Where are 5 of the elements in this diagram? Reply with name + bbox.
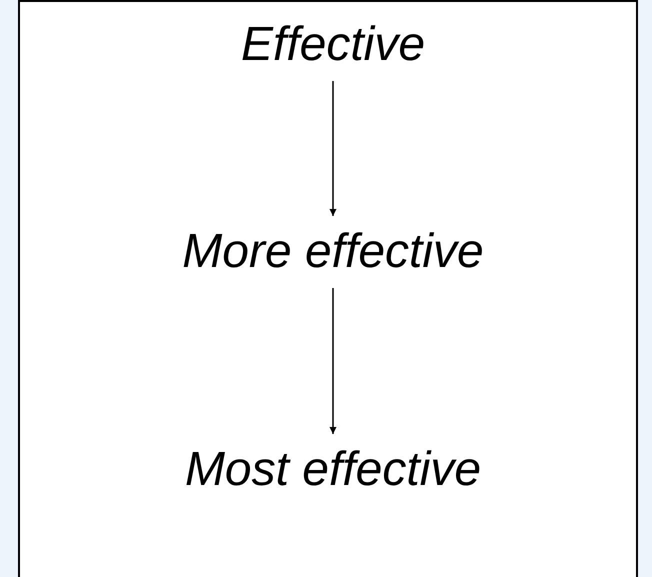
node-label: Effective (240, 17, 426, 73)
node-label: Most effective (184, 442, 482, 498)
arrow (330, 288, 336, 434)
node-label: More effective (182, 224, 484, 280)
arrow (330, 81, 336, 216)
